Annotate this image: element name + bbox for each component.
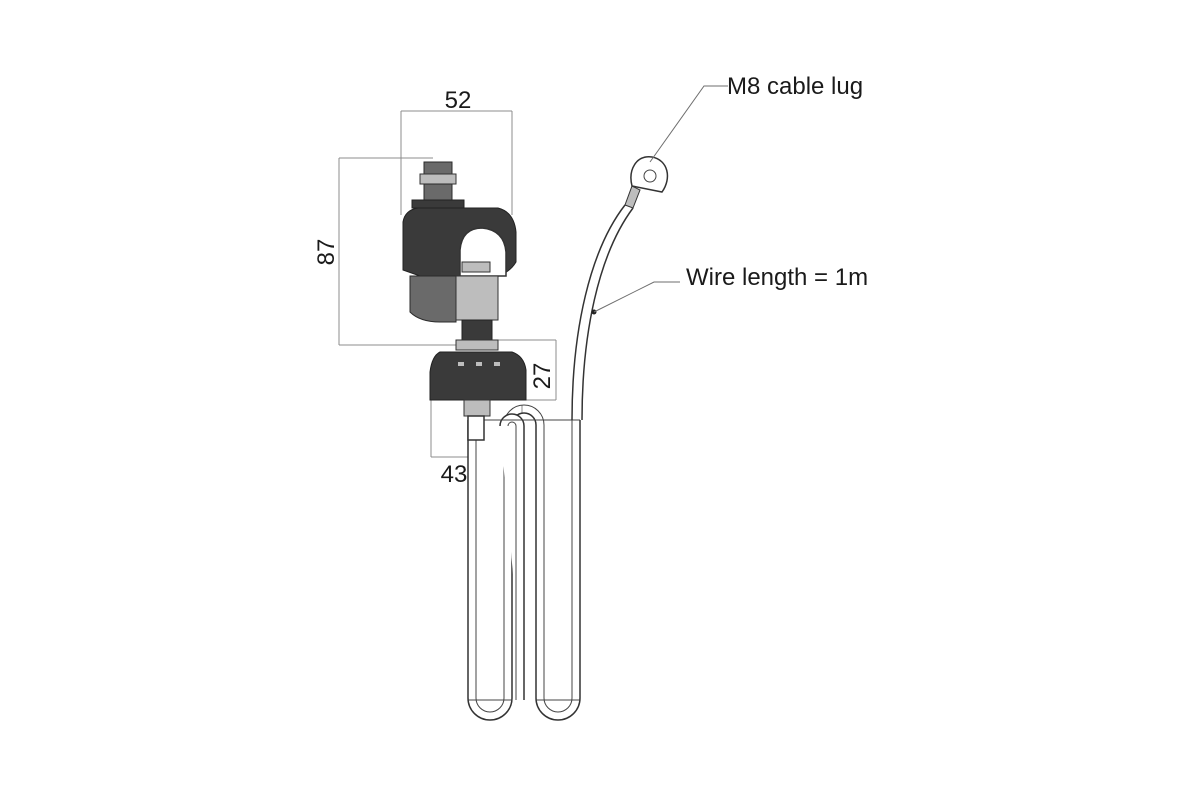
wire-outer-right bbox=[581, 207, 634, 421]
element-middle-loop bbox=[499, 413, 525, 700]
terminal-head bbox=[402, 161, 517, 341]
housing-stem bbox=[461, 319, 493, 341]
dim-width-label: 52 bbox=[445, 87, 472, 114]
element-outer-outline bbox=[467, 412, 581, 721]
cable-lug-crimp bbox=[624, 185, 641, 209]
dim-height-label: 87 bbox=[313, 239, 340, 266]
housing-lower-right bbox=[455, 275, 499, 321]
leader-wire-length bbox=[593, 281, 680, 313]
stud-nut-bottom bbox=[423, 183, 453, 201]
cable-lug-ring bbox=[630, 156, 669, 193]
wire bbox=[571, 204, 634, 421]
base-flange bbox=[429, 339, 527, 441]
sensor-tube bbox=[467, 415, 485, 441]
cable-lug-hole bbox=[643, 169, 657, 183]
stud-washer bbox=[419, 173, 457, 185]
base-hole-3 bbox=[494, 362, 500, 366]
stud-nut-top bbox=[423, 161, 453, 175]
element-middle-loop-inner bbox=[507, 421, 517, 700]
housing-lower-left bbox=[409, 275, 457, 323]
element-inner-outline bbox=[475, 404, 573, 713]
cable-lug bbox=[624, 156, 669, 209]
leader-lines bbox=[593, 85, 728, 313]
leader-cable-lug bbox=[649, 85, 728, 163]
base-neck bbox=[455, 339, 499, 351]
base-hole-1 bbox=[458, 362, 464, 366]
sensor-collar bbox=[463, 399, 491, 417]
stud-flange bbox=[411, 199, 465, 209]
dim-base-height-label: 27 bbox=[529, 363, 556, 390]
cable-lug-label: M8 cable lug bbox=[727, 73, 863, 100]
base-body bbox=[429, 351, 527, 401]
wire-length-label: Wire length = 1m bbox=[686, 264, 868, 291]
housing-clip bbox=[461, 261, 491, 273]
heating-element bbox=[467, 404, 581, 721]
dim-base-width-label: 43 bbox=[441, 461, 468, 488]
base-hole-2 bbox=[476, 362, 482, 366]
